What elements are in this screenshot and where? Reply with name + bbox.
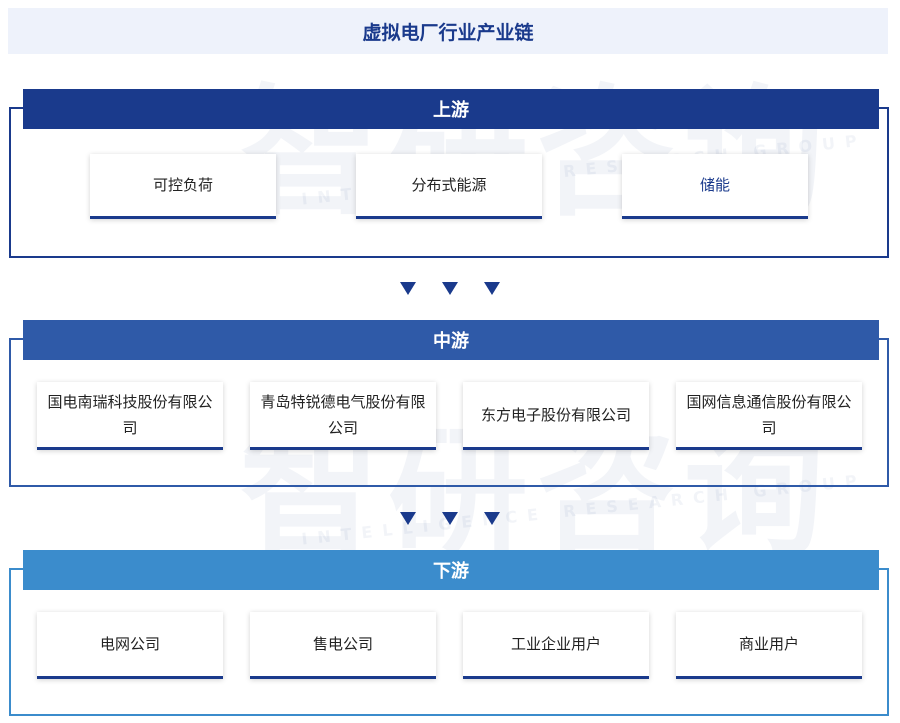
down-arrow-icon <box>400 282 416 295</box>
upstream-item-storage: 储能 <box>622 154 808 219</box>
down-arrow-icon <box>484 512 500 525</box>
arrows-mid-to-down <box>0 512 900 525</box>
midstream-item-dongfang: 东方电子股份有限公司 <box>463 382 649 450</box>
upstream-item-controllable-load: 可控负荷 <box>90 154 276 219</box>
downstream-item-commercial-users: 商业用户 <box>676 612 862 679</box>
arrows-up-to-mid <box>0 282 900 295</box>
down-arrow-icon <box>442 282 458 295</box>
downstream-item-industrial-users: 工业企业用户 <box>463 612 649 679</box>
diagram-title: 虚拟电厂行业产业链 <box>8 8 888 54</box>
downstream-header: 下游 <box>23 550 879 590</box>
upstream-item-distributed-energy: 分布式能源 <box>356 154 542 219</box>
downstream-section: 下游 电网公司 售电公司 工业企业用户 商业用户 <box>9 550 889 716</box>
down-arrow-icon <box>484 282 500 295</box>
downstream-item-grid-company: 电网公司 <box>37 612 223 679</box>
upstream-header: 上游 <box>23 89 879 129</box>
midstream-item-sgitg: 国网信息通信股份有限公司 <box>676 382 862 450</box>
midstream-item-nari: 国电南瑞科技股份有限公司 <box>37 382 223 450</box>
downstream-item-power-retailer: 售电公司 <box>250 612 436 679</box>
down-arrow-icon <box>442 512 458 525</box>
midstream-header: 中游 <box>23 320 879 360</box>
midstream-item-tgood: 青岛特锐德电气股份有限公司 <box>250 382 436 450</box>
upstream-section: 上游 可控负荷 分布式能源 储能 <box>9 89 889 258</box>
midstream-section: 中游 国电南瑞科技股份有限公司 青岛特锐德电气股份有限公司 东方电子股份有限公司… <box>9 320 889 487</box>
down-arrow-icon <box>400 512 416 525</box>
